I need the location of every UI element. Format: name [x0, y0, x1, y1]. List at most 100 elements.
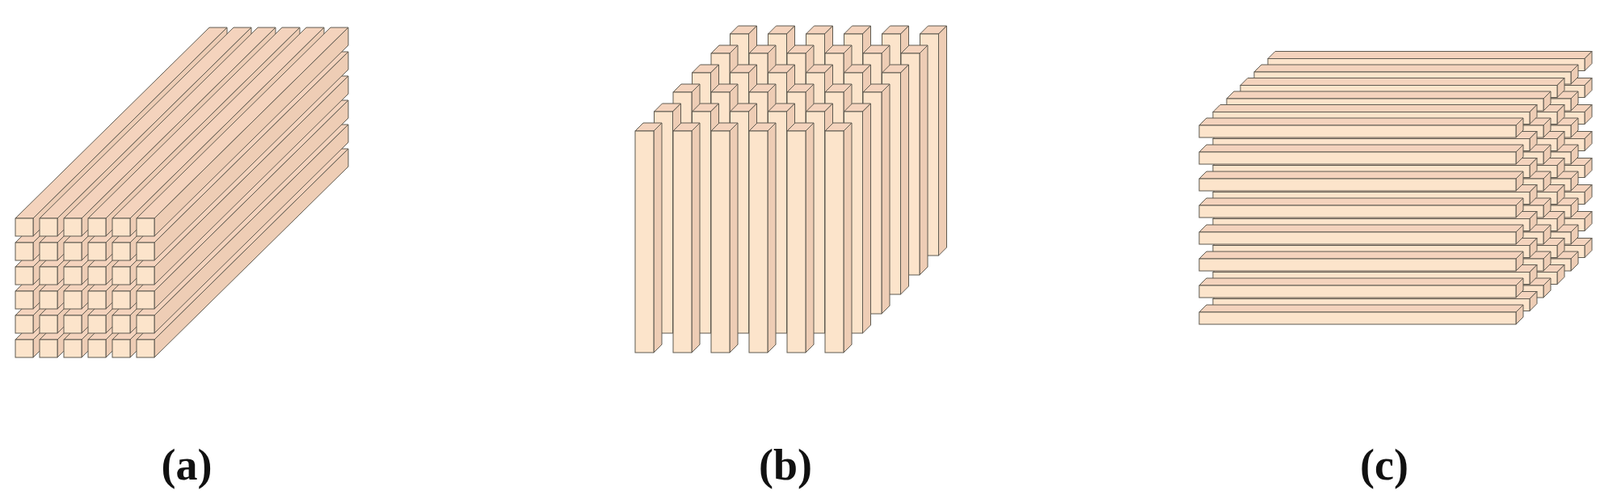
- bar-side-face: [1557, 131, 1565, 152]
- bar: [825, 122, 852, 353]
- bar-front-face: [63, 242, 82, 261]
- bar-front-face: [1199, 231, 1516, 245]
- panel-label: (b): [758, 442, 813, 487]
- bar-side-face: [1570, 64, 1579, 85]
- bar-top-face: [1199, 251, 1524, 259]
- bar-side-face: [1529, 211, 1537, 232]
- bar-side-face: [1515, 197, 1524, 218]
- bar-top-face: [1254, 64, 1579, 72]
- bar: [1199, 251, 1524, 271]
- bar-side-face: [1570, 251, 1579, 271]
- bar-top-face: [136, 27, 349, 219]
- bar-front-face: [88, 242, 106, 261]
- bar-side-face: [1515, 117, 1524, 138]
- bar-front-face: [136, 339, 155, 358]
- bar-side-face: [1515, 304, 1524, 325]
- bar-front-face: [112, 315, 131, 333]
- bar-side-face: [1584, 105, 1592, 125]
- bar-top-face: [1267, 51, 1592, 59]
- bar-front-face: [39, 218, 58, 236]
- bar-front-face: [39, 315, 58, 333]
- bar-side-face: [1584, 131, 1592, 152]
- bar-front-face: [63, 218, 82, 236]
- bar-front-face: [136, 290, 155, 309]
- bar-front-face: [1199, 125, 1516, 138]
- bar-side-face: [1529, 238, 1537, 258]
- bar-front-face: [88, 218, 106, 236]
- bar: [136, 27, 349, 236]
- bar-side-face: [1557, 265, 1565, 285]
- bar-side-face: [653, 122, 662, 353]
- bar-side-face: [1543, 277, 1551, 298]
- panel-label: (a): [161, 442, 213, 487]
- bar-side-face: [691, 122, 700, 353]
- bar-side-face: [1515, 224, 1524, 245]
- bar-top-face: [1212, 105, 1537, 113]
- bar-side-face: [1515, 171, 1524, 191]
- bar-side-face: [1557, 185, 1565, 205]
- bar-side-face: [881, 84, 890, 314]
- bar-front-face: [88, 266, 106, 285]
- bar-side-face: [901, 64, 910, 295]
- bar: [1199, 171, 1524, 191]
- bar-side-face: [1570, 117, 1579, 138]
- bar-front-face: [15, 242, 34, 261]
- bar: [1199, 277, 1524, 298]
- bar-front-face: [1199, 285, 1516, 298]
- bar: [635, 122, 662, 353]
- bar-top-face: [1226, 91, 1551, 99]
- bar-side-face: [863, 103, 872, 333]
- bar-side-face: [1543, 197, 1551, 218]
- bar-front-face: [112, 266, 131, 285]
- bar-side-face: [1570, 171, 1579, 191]
- bar-side-face: [843, 122, 852, 353]
- bar-front-face: [88, 315, 106, 333]
- bar-side-face: [1529, 185, 1537, 205]
- bar-side-face: [1557, 78, 1565, 98]
- bar-front-face: [88, 339, 106, 358]
- bar-side-face: [1584, 158, 1592, 178]
- bar-side-face: [1515, 277, 1524, 298]
- bar-top-face: [1199, 277, 1524, 286]
- bar-front-face: [39, 242, 58, 261]
- bar-side-face: [154, 27, 349, 236]
- bar-front-face: [63, 266, 82, 285]
- bar-front-face: [1199, 311, 1516, 325]
- bar-side-face: [1570, 144, 1579, 165]
- bar-side-face: [1584, 51, 1592, 72]
- bar-side-face: [1543, 171, 1551, 191]
- bar-side-face: [729, 122, 738, 353]
- bar-stack-horizontal: [1199, 51, 1592, 325]
- bar-front-face: [63, 315, 82, 333]
- bar-front-face: [88, 290, 106, 309]
- bar-side-face: [1557, 238, 1565, 258]
- bar-front-face: [39, 290, 58, 309]
- bar-side-face: [1515, 144, 1524, 165]
- bar: [749, 122, 776, 353]
- bar-side-face: [1584, 78, 1592, 98]
- bar-front-face: [1199, 205, 1516, 218]
- bar-front-face: [112, 290, 131, 309]
- bar-front-face: [112, 242, 131, 261]
- bar: [1199, 117, 1524, 138]
- bar-side-face: [1529, 105, 1537, 125]
- bar-front-face: [136, 266, 155, 285]
- bar-front-face: [1199, 178, 1516, 191]
- bar-front-face: [39, 339, 58, 358]
- bar: [1199, 197, 1524, 218]
- bar-side-face: [805, 122, 814, 353]
- bar-front-face: [15, 315, 34, 333]
- bar-front-face: [15, 218, 34, 236]
- bar-front-face: [15, 339, 34, 358]
- bar-stack-vertical: [635, 25, 948, 353]
- bar-front-face: [825, 130, 844, 353]
- bar-top-face: [1199, 224, 1524, 232]
- bar-side-face: [1543, 251, 1551, 271]
- bar-side-face: [1543, 117, 1551, 138]
- bar: [1199, 224, 1524, 245]
- bar-side-face: [1584, 211, 1592, 232]
- bar-top-face: [1199, 171, 1524, 179]
- bar-stack-axial: [15, 27, 349, 358]
- bar-side-face: [1515, 251, 1524, 271]
